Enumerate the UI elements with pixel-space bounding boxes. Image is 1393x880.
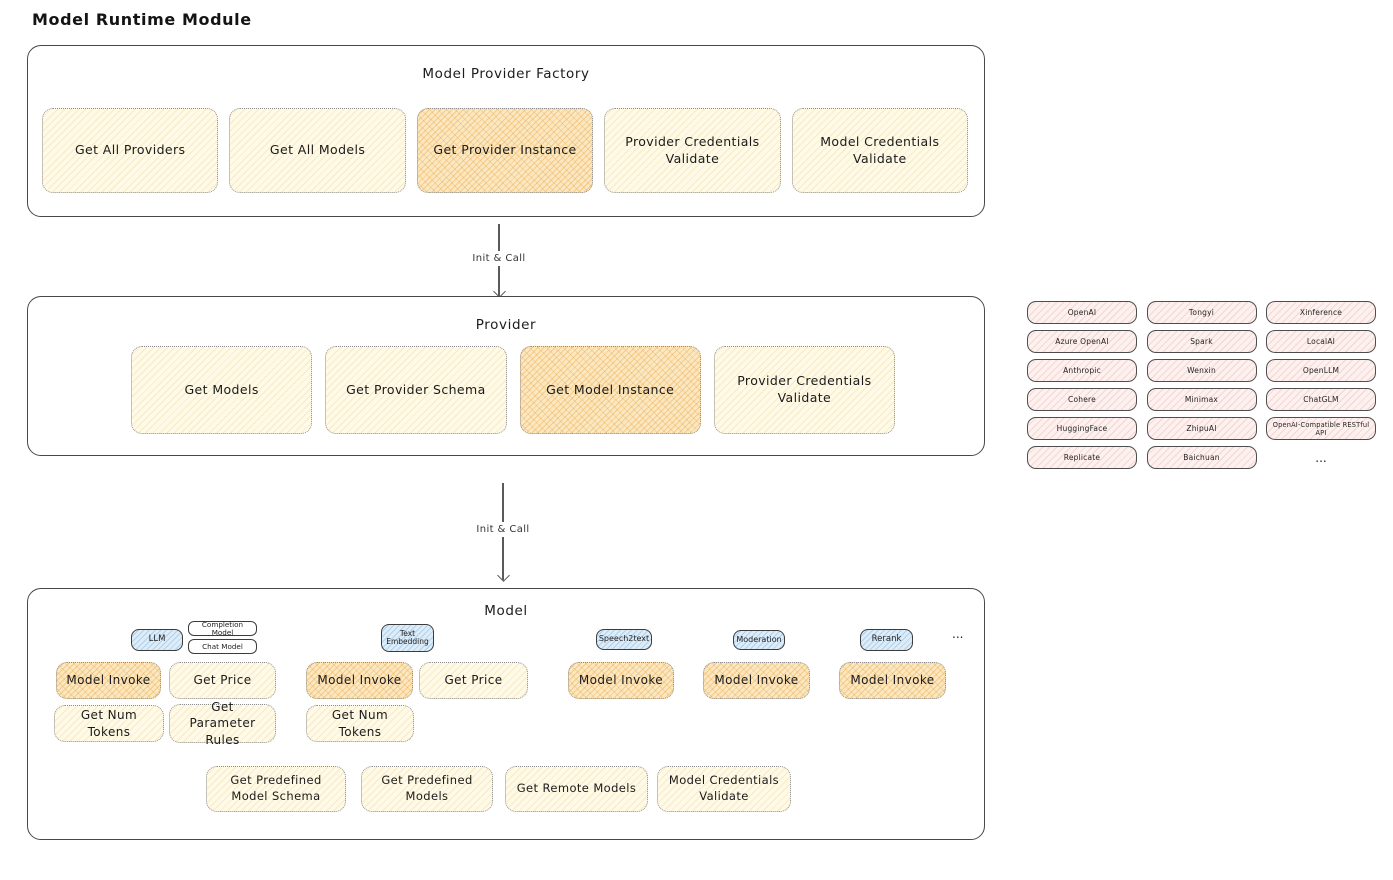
provider-chip-wenxin: Wenxin bbox=[1146, 359, 1257, 382]
provider-chip-openllm: OpenLLM bbox=[1266, 359, 1376, 382]
provider-chip-zhipuai: ZhipuAI bbox=[1146, 417, 1257, 440]
model-credentials-validate-node-2: Model Credentials Validate bbox=[657, 766, 791, 812]
provider-chip-chatglm: ChatGLM bbox=[1266, 388, 1376, 411]
provider-chip-localai: LocalAI bbox=[1266, 330, 1376, 353]
arrow-line bbox=[498, 266, 500, 296]
get-predefined-model-schema-node: Get Predefined Model Schema bbox=[206, 766, 346, 812]
provider-chip-replicate: Replicate bbox=[1027, 446, 1137, 469]
llm-get-price-node: Get Price bbox=[169, 662, 276, 699]
arrow-line bbox=[498, 224, 500, 252]
init-call-arrow-1: Init & Call bbox=[454, 224, 544, 298]
provider-chip-huggingface: HuggingFace bbox=[1027, 417, 1137, 440]
arrow-line bbox=[502, 483, 504, 523]
provider-list: OpenAI Tongyi Xinference Azure OpenAI Sp… bbox=[1027, 301, 1376, 469]
get-all-providers-node: Get All Providers bbox=[42, 108, 219, 193]
get-all-models-node: Get All Models bbox=[229, 108, 406, 193]
init-call-arrow-2: Init & Call bbox=[458, 483, 548, 582]
model-types-more: ... bbox=[952, 627, 964, 641]
arrow-label: Init & Call bbox=[476, 524, 530, 536]
get-remote-models-node: Get Remote Models bbox=[505, 766, 648, 812]
speech2text-model-invoke-node: Model Invoke bbox=[568, 662, 674, 699]
arrow-label: Init & Call bbox=[472, 253, 526, 265]
get-model-instance-node: Get Model Instance bbox=[519, 346, 701, 434]
factory-title: Model Provider Factory bbox=[422, 66, 590, 82]
provider-box: Provider Get Models Get Provider Schema … bbox=[27, 296, 1000, 471]
provider-button-row: Get Models Get Provider Schema Get Model… bbox=[131, 346, 895, 434]
factory-box: Model Provider Factory Get All Providers… bbox=[27, 45, 985, 217]
provider-chip-openai: OpenAI bbox=[1027, 301, 1137, 324]
provider-chip-anthropic: Anthropic bbox=[1027, 359, 1137, 382]
rerank-model-invoke-node: Model Invoke bbox=[839, 662, 946, 699]
moderation-model-invoke-node: Model Invoke bbox=[703, 662, 810, 699]
llm-model-invoke-node: Model Invoke bbox=[56, 662, 161, 699]
page-title: Model Runtime Module bbox=[32, 10, 252, 29]
provider-chip-cohere: Cohere bbox=[1027, 388, 1137, 411]
provider-list-more: ... bbox=[1315, 450, 1327, 465]
arrow-head-icon bbox=[496, 569, 510, 582]
llm-get-num-tokens-node: Get Num Tokens bbox=[54, 705, 164, 742]
provider-chip-tongyi: Tongyi bbox=[1146, 301, 1257, 324]
model-credentials-validate-node: Model Credentials Validate bbox=[791, 108, 969, 193]
provider-chip-baichuan: Baichuan bbox=[1146, 446, 1257, 469]
provider-credentials-validate-node-2: Provider Credentials Validate bbox=[713, 346, 895, 434]
provider-chip-minimax: Minimax bbox=[1146, 388, 1257, 411]
provider-chip-openai-compatible-restful-api: OpenAI-Compatible RESTful API bbox=[1266, 417, 1376, 440]
get-provider-schema-node: Get Provider Schema bbox=[325, 346, 507, 434]
text-embedding-get-price-node: Get Price bbox=[419, 662, 528, 699]
rerank-type-badge: Rerank bbox=[860, 629, 913, 651]
chat-model-type-badge: Chat Model bbox=[188, 639, 257, 654]
model-box: Model LLM Completion Model Chat Model Te… bbox=[27, 588, 1000, 855]
text-embedding-model-invoke-node: Model Invoke bbox=[306, 662, 413, 699]
text-embedding-get-num-tokens-node: Get Num Tokens bbox=[306, 705, 414, 742]
provider-chip-spark: Spark bbox=[1146, 330, 1257, 353]
provider-chip-xinference: Xinference bbox=[1266, 301, 1376, 324]
moderation-type-badge: Moderation bbox=[733, 630, 785, 650]
llm-type-badge: LLM bbox=[131, 629, 183, 651]
completion-model-type-badge: Completion Model bbox=[188, 620, 257, 636]
arrow-line bbox=[502, 537, 504, 580]
get-provider-instance-node: Get Provider Instance bbox=[416, 108, 594, 193]
factory-button-row: Get All Providers Get All Models Get Pro… bbox=[42, 108, 969, 193]
model-title: Model bbox=[484, 603, 528, 619]
get-models-node: Get Models bbox=[131, 346, 313, 434]
text-embedding-type-badge: Text Embedding bbox=[381, 624, 434, 652]
llm-get-parameter-rules-node: Get Parameter Rules bbox=[169, 700, 276, 747]
get-predefined-models-node: Get Predefined Models bbox=[361, 766, 493, 812]
provider-credentials-validate-node: Provider Credentials Validate bbox=[604, 108, 781, 193]
speech2text-type-badge: Speech2text bbox=[596, 629, 652, 650]
provider-title: Provider bbox=[475, 317, 537, 333]
provider-chip-azure-openai: Azure OpenAI bbox=[1027, 330, 1137, 353]
